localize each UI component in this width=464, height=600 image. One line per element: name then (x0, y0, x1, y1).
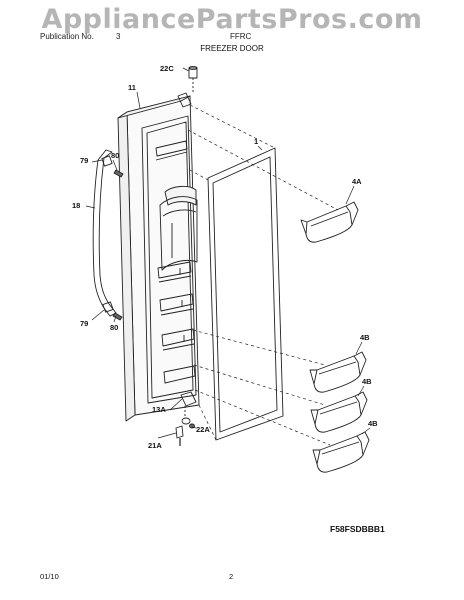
figure-code: F58FSDBBB1 (330, 524, 385, 534)
hinge-parts (175, 391, 197, 446)
publication-number: 3 (116, 32, 121, 41)
bin-4A (300, 201, 359, 243)
callout-4B-1: 4B (360, 333, 370, 342)
callout-21A: 21A (148, 441, 162, 450)
callout-80-bottom: 80 (110, 323, 118, 332)
callout-79-bottom: 79 (80, 319, 88, 328)
freezer-door-body (117, 92, 200, 422)
bin-4B-3 (312, 431, 370, 473)
footer-date: 01/10 (40, 572, 59, 581)
footer-page-number: 2 (229, 572, 234, 581)
watermark-text: AppliancePartsPros.com (41, 4, 423, 35)
callout-22C: 22C (160, 64, 174, 73)
page-title: FREEZER DOOR (200, 44, 264, 53)
bin-4B-2 (310, 391, 368, 433)
door-handle (92, 149, 117, 317)
projection-lines (187, 104, 339, 446)
door-gasket (207, 147, 284, 441)
publication-label: Publication No. (40, 32, 94, 41)
callout-22A: 22A (196, 425, 210, 434)
callout-18: 18 (72, 201, 80, 210)
callout-4A: 4A (352, 177, 362, 186)
callout-11: 11 (128, 83, 136, 92)
bin-4B-1 (309, 351, 367, 393)
part-22C (188, 65, 198, 92)
model-label: FFRC (230, 32, 252, 41)
callout-4B-2: 4B (362, 377, 372, 386)
callout-80-top: 80 (111, 151, 119, 160)
callout-1: 1 (254, 137, 258, 146)
callout-79-top: 79 (80, 156, 88, 165)
handle-fasteners (101, 155, 124, 321)
callout-4B-3: 4B (368, 419, 378, 428)
leader-lines (85, 67, 371, 439)
callout-13A: 13A (152, 405, 166, 414)
